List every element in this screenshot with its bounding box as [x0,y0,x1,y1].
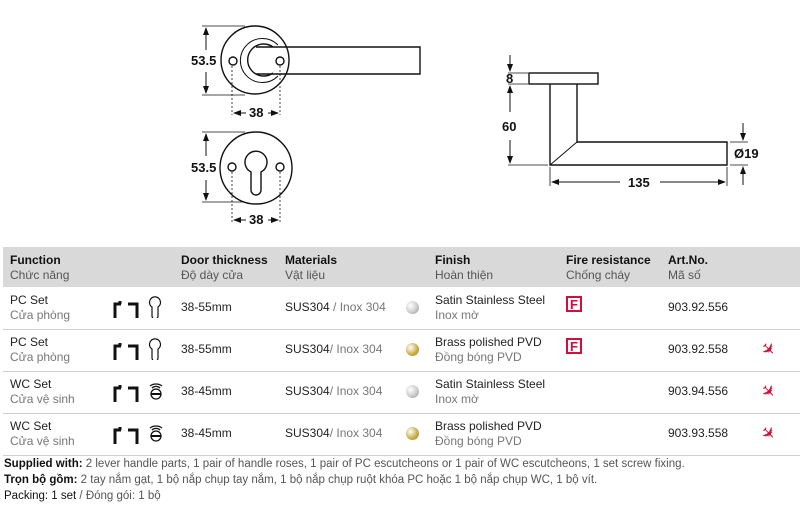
finish-swatch [406,427,419,440]
lever-pair-icon [113,343,139,360]
technical-drawings: 53.5 38 53.5 38 [191,25,759,227]
function-vi: Cửa vệ sinh [10,434,75,448]
material-vi: / Inox 304 [329,384,383,398]
door-thickness: 38-45mm [181,384,232,398]
escutcheon-view [202,131,293,223]
finish-en: Brass polished PVD [435,335,542,349]
dim-escutcheon-height: 53.5 [191,160,216,175]
tron-text: 2 tay nắm gạt, 1 bộ nắp chụp tay nắm, 1 … [77,474,598,486]
door-thickness: 38-55mm [181,342,232,356]
lever-pair-icon [113,385,139,402]
table-row [3,287,800,330]
function-vi: Cửa vệ sinh [10,392,75,406]
lever-pair-icon [113,427,139,444]
door-thickness: 38-45mm [181,426,232,440]
article-number: 903.92.556 [668,300,729,314]
material: SUS304/ Inox 304 [285,426,382,441]
finish-vi: Inox mờ [435,392,479,406]
pc-keyhole-icon [148,296,162,320]
header-4: Fire resistance [566,253,651,267]
fire-resistance-badge: F [566,338,582,354]
finish-swatch [406,301,419,314]
table-row [3,329,800,372]
dim-rose-thickness: 8 [506,71,513,86]
material: SUS304/ Inox 304 [285,342,382,357]
packing: Packing: 1 set / Đóng gói: 1 bộ [4,490,161,502]
header-5: Art.No. [668,253,708,267]
header-1: Door thickness [181,253,268,267]
finish-swatch [406,343,419,356]
header-2: Materials [285,253,338,267]
header-2-vi: Vật liệu [285,268,326,282]
fire-resistance-badge: F [566,296,582,312]
function-vi: Cửa phòng [10,308,71,322]
article-number: 903.92.558 [668,342,729,356]
finish-en: Satin Stainless Steel [435,377,546,391]
tron-label: Trọn bộ gồm: [4,474,78,486]
header-3-vi: Hoàn thiện [435,268,494,282]
table-row [3,413,800,456]
door-thickness: 38-55mm [181,300,232,314]
function-en: WC Set [10,419,52,433]
wc-turn-icon [149,425,163,442]
dim-lever-diameter: Ø19 [734,146,759,161]
dim-projection: 60 [502,119,516,134]
material-vi: / Inox 304 [329,426,383,440]
dim-escutcheon-width: 38 [249,212,263,227]
finish-vi: Đồng bóng PVD [435,350,522,364]
pc-keyhole-icon [148,338,162,362]
header-5-vi: Mã số [668,268,701,282]
supplied-label: Supplied with: [4,458,83,470]
finish-en: Brass polished PVD [435,419,542,433]
header-4-vi: Chống cháy [566,268,631,282]
supplied-with: Supplied with: 2 lever handle parts, 1 p… [4,458,685,470]
finish-en: Satin Stainless Steel [435,293,546,307]
material-code: SUS304 [285,300,330,314]
header-3: Finish [435,253,471,267]
dim-front-height: 53.5 [191,53,216,68]
packing-text: / Đóng gói: 1 bộ [76,490,161,502]
function-en: PC Set [10,335,49,349]
finish-swatch [406,385,419,398]
table-row [3,371,800,414]
packing-label: Packing: 1 set [4,490,77,502]
article-number: 903.94.556 [668,384,729,398]
article-number: 903.93.558 [668,426,729,440]
material-code: SUS304 [285,342,330,356]
tron-bo-gom: Trọn bộ gồm: 2 tay nắm gạt, 1 bộ nắp chụ… [4,474,597,486]
function-en: PC Set [10,293,49,307]
dim-lever-length: 135 [628,175,650,190]
material-vi: / Inox 304 [329,342,383,356]
finish-vi: Inox mờ [435,308,479,322]
material: SUS304 / Inox 304 [285,300,386,315]
side-view-lever [507,55,748,186]
header-1-vi: Độ dày cửa [181,268,244,282]
material-code: SUS304 [285,426,330,440]
function-en: WC Set [10,377,52,391]
function-vi: Cửa phòng [10,350,71,364]
wc-turn-icon [149,383,163,400]
header-0-vi: Chức năng [10,268,70,282]
table-header [3,247,800,287]
supplied-text: 2 lever handle parts, 1 pair of handle r… [82,458,685,470]
material-vi: / Inox 304 [329,300,386,314]
finish-vi: Đồng bóng PVD [435,434,522,448]
material: SUS304/ Inox 304 [285,384,382,399]
material-code: SUS304 [285,384,330,398]
header-0: Function [10,253,61,267]
lever-pair-icon [113,301,139,318]
dim-front-width: 38 [249,105,263,120]
front-view-lever [202,25,421,116]
